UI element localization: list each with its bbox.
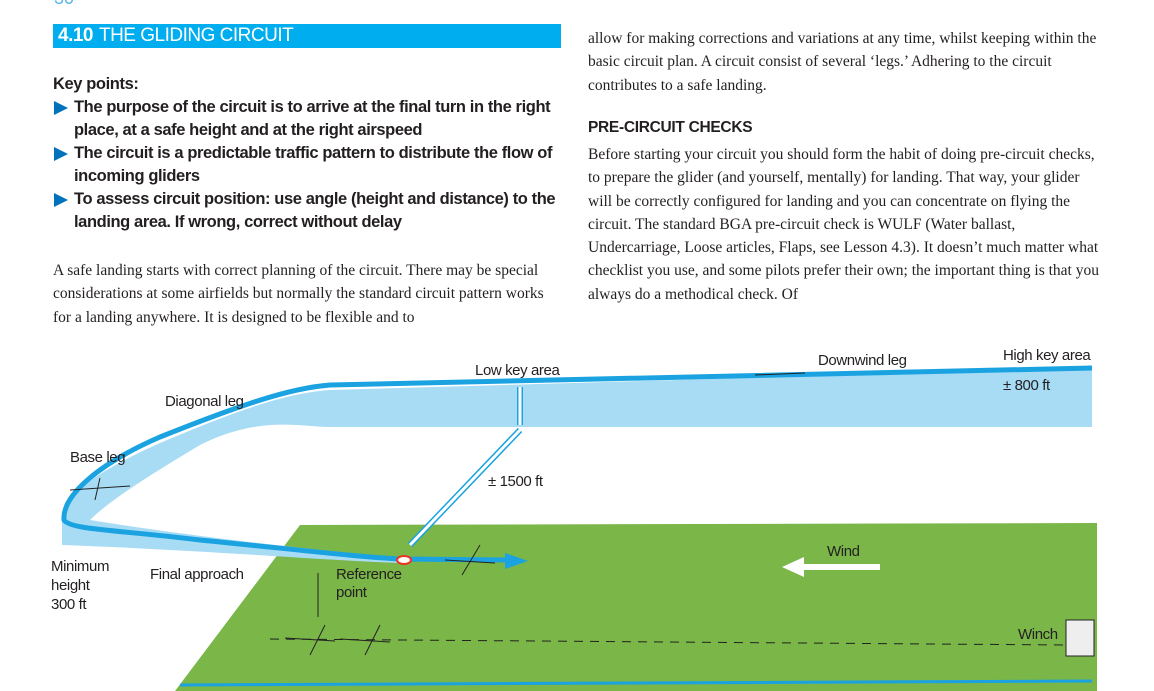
key-point: The purpose of the circuit is to arrive …	[53, 96, 563, 142]
wind-label: Wind	[827, 543, 860, 560]
right-paragraph: allow for making corrections and variati…	[588, 30, 1097, 94]
final-approach-label: Final approach	[150, 566, 244, 583]
minimum-height-label: height	[51, 577, 91, 594]
high-key-label: High key area	[1003, 347, 1091, 364]
pre-circuit-heading: PRE-CIRCUIT CHECKS	[588, 119, 753, 136]
minimum-height-value: 300 ft	[51, 596, 87, 613]
base-leg-label: Base leg	[70, 449, 125, 466]
reference-point-marker	[396, 555, 412, 565]
landing-arrow	[505, 553, 528, 569]
diagonal-leg-label: Diagonal leg	[165, 393, 244, 410]
high-key-altitude: ± 800 ft	[1003, 377, 1051, 394]
circuit-diagram: Low key area Downwind leg High key area …	[51, 347, 1097, 691]
pre-circuit-paragraph: Before starting your circuit you should …	[588, 146, 1099, 303]
page-number: 30	[54, 0, 74, 9]
winch-label: Winch	[1018, 626, 1058, 643]
glider-icon	[69, 372, 806, 656]
launch-line	[269, 638, 1066, 646]
altitude-1500-label: ± 1500 ft	[488, 473, 544, 490]
reference-point-label: Reference	[336, 566, 402, 583]
reference-point-label: point	[336, 584, 368, 601]
key-point: To assess circuit position: use angle (h…	[53, 188, 563, 234]
key-points: Key points: The purpose of the circuit i…	[53, 73, 563, 234]
circuit-track	[61, 365, 1093, 563]
airfield	[175, 523, 1097, 691]
winch-icon	[1065, 619, 1095, 657]
circuit-band	[61, 368, 1093, 563]
key-point: The circuit is a predictable traffic pat…	[53, 142, 563, 188]
downwind-label: Downwind leg	[818, 352, 907, 369]
section-title: THE GLIDING CIRCUIT	[98, 25, 294, 46]
minimum-height-label: Minimum	[51, 558, 109, 575]
left-paragraph: A safe landing starts with correct plann…	[53, 262, 544, 326]
section-number: 4.10	[58, 25, 93, 46]
low-key-label: Low key area	[475, 362, 560, 379]
key-points-title: Key points:	[53, 75, 139, 93]
